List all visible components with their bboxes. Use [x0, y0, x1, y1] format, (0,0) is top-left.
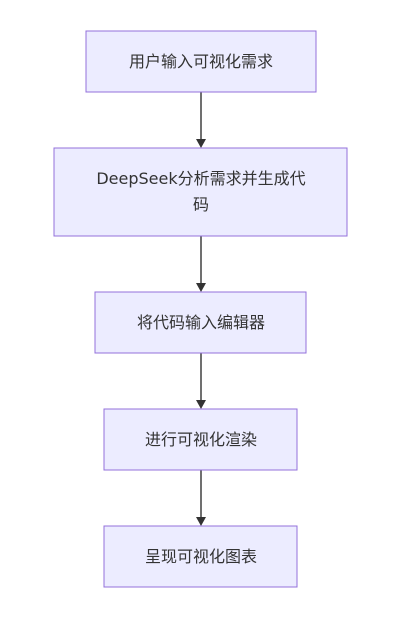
node-user-input[interactable]: 用户输入可视化需求	[85, 30, 317, 93]
node-label-line-2: 码	[193, 195, 209, 214]
node-editor-input[interactable]: 将代码输入编辑器	[94, 291, 307, 354]
node-render[interactable]: 进行可视化渲染	[103, 408, 298, 471]
node-deepseek-analyze[interactable]: DeepSeek分析需求并生成代 码	[53, 147, 348, 237]
edge-render-to-present	[196, 470, 206, 526]
edge-editor-to-render	[196, 353, 206, 409]
edge-input-to-deepseek	[196, 92, 206, 148]
node-present-chart[interactable]: 呈现可视化图表	[103, 525, 298, 588]
node-label: 用户输入可视化需求	[129, 52, 273, 71]
node-label-line-1: DeepSeek分析需求并生成代	[96, 169, 305, 188]
node-label: 呈现可视化图表	[145, 547, 257, 566]
arrowhead-icon	[196, 400, 206, 409]
edge-deepseek-to-editor	[196, 236, 206, 292]
node-label: 将代码输入编辑器	[137, 313, 265, 332]
arrowhead-icon	[196, 517, 206, 526]
arrowhead-icon	[196, 139, 206, 148]
arrowhead-icon	[196, 283, 206, 292]
node-label: 进行可视化渲染	[145, 430, 257, 449]
